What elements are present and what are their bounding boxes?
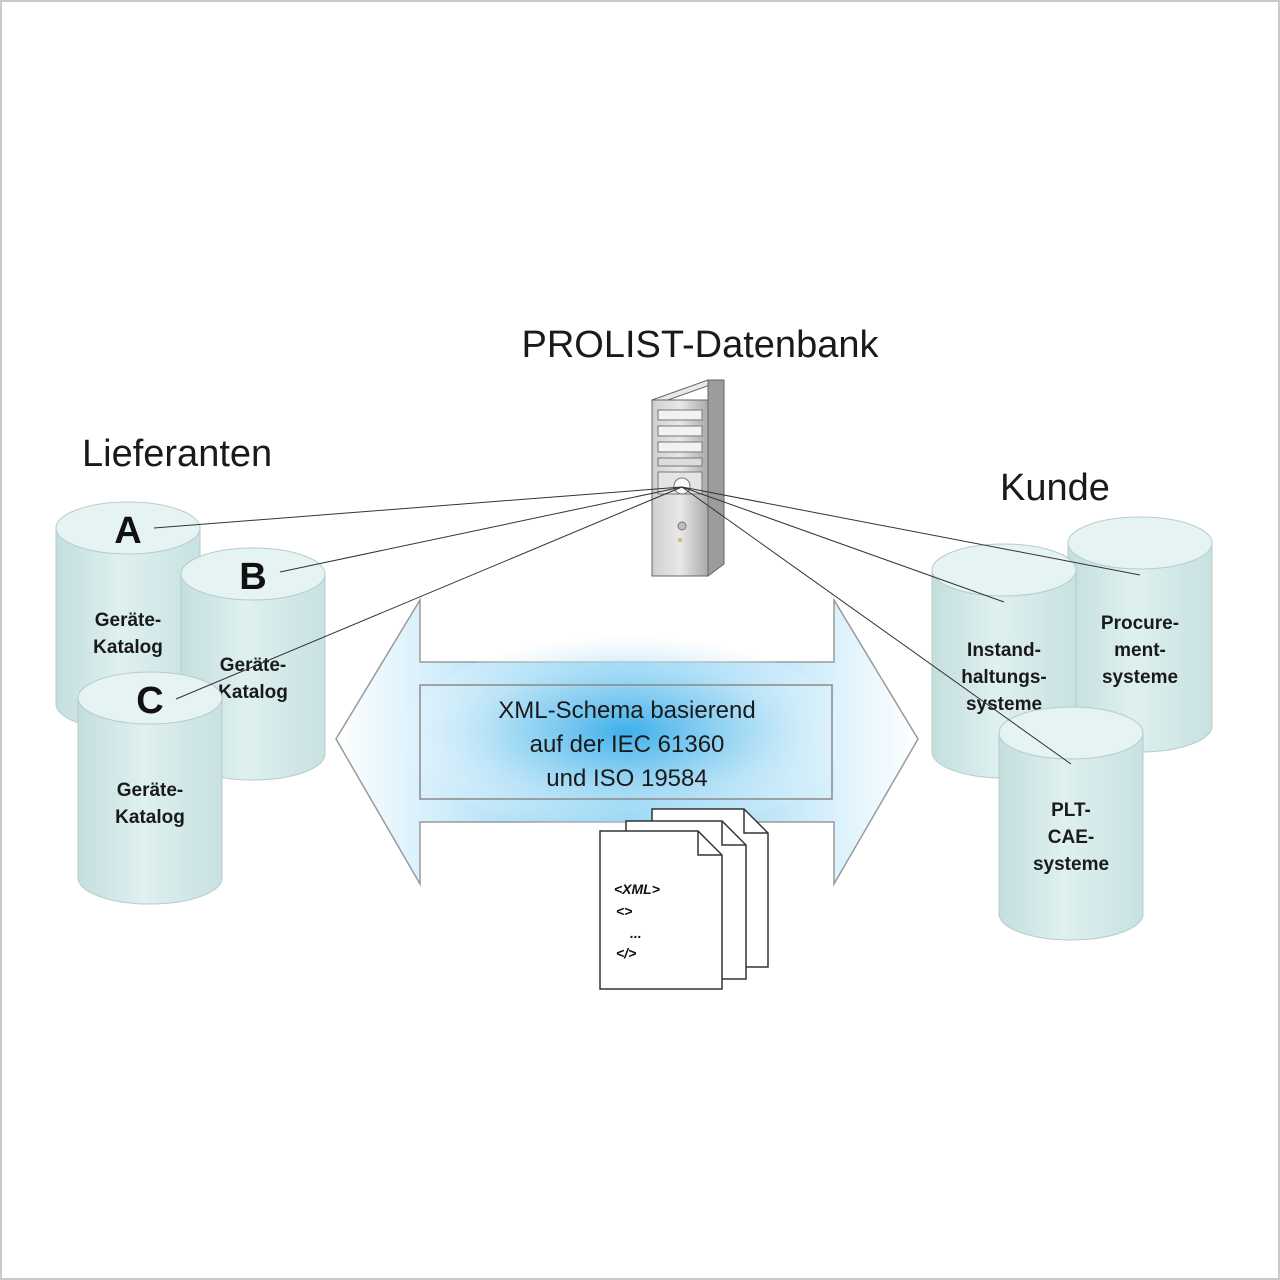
exchange-text-line-2: auf der IEC 61360 bbox=[530, 731, 725, 758]
database-title: PROLIST-Datenbank bbox=[522, 324, 880, 366]
xml-doc-line-2: <> bbox=[616, 903, 632, 919]
procurement-label-line-3: systeme bbox=[1102, 667, 1178, 688]
maintenance-label-line-2: haltungs- bbox=[961, 667, 1047, 688]
customer-cylinder-plt-cae: PLT- CAE- systeme bbox=[998, 706, 1144, 941]
supplier-c-label-line-1: Geräte- bbox=[117, 780, 184, 801]
connection-line-a bbox=[153, 486, 683, 529]
supplier-b-label-line-1: Geräte- bbox=[220, 655, 287, 676]
supplier-a-label-line-2: Katalog bbox=[93, 637, 163, 658]
server-tower-icon bbox=[651, 379, 725, 577]
supplier-letter-b: B bbox=[239, 556, 266, 598]
exchange-text-line-3: und ISO 19584 bbox=[546, 765, 707, 792]
connection-lines bbox=[153, 486, 1141, 765]
suppliers-heading: Lieferanten bbox=[82, 433, 272, 475]
xml-doc-line-4: </> bbox=[616, 945, 636, 961]
connection-line-c bbox=[175, 486, 683, 700]
connection-line-plt-cae bbox=[681, 486, 1072, 765]
customer-heading: Kunde bbox=[1000, 467, 1110, 509]
supplier-b-label-line-2: Katalog bbox=[218, 682, 288, 703]
procurement-label-line-1: Procure- bbox=[1101, 613, 1179, 634]
plt-cae-label-line-1: PLT- bbox=[1051, 800, 1091, 821]
supplier-letter-a: A bbox=[114, 510, 141, 552]
supplier-cylinder-c: C Geräte- Katalog bbox=[77, 671, 223, 905]
exchange-band bbox=[419, 684, 833, 800]
supplier-a-label-line-1: Geräte- bbox=[95, 610, 162, 631]
connection-line-procurement bbox=[681, 486, 1141, 576]
xml-doc-line-1: <XML> bbox=[614, 881, 660, 897]
supplier-letter-c: C bbox=[136, 680, 163, 722]
connection-line-maintenance bbox=[681, 486, 1005, 603]
exchange-arrow: XML-Schema basierend auf der IEC 61360 u… bbox=[335, 597, 919, 887]
maintenance-label-line-3: systeme bbox=[966, 694, 1042, 715]
maintenance-label-line-1: Instand- bbox=[967, 640, 1041, 661]
xml-doc-line-3: ... bbox=[630, 925, 642, 941]
xml-documents-icon: <XML> <> ... </> bbox=[599, 808, 769, 990]
supplier-c-label-line-2: Katalog bbox=[115, 807, 185, 828]
plt-cae-label-line-3: systeme bbox=[1033, 854, 1109, 875]
procurement-label-line-2: ment- bbox=[1114, 640, 1166, 661]
plt-cae-label-line-2: CAE- bbox=[1048, 827, 1094, 848]
exchange-text-line-1: XML-Schema basierend bbox=[498, 697, 755, 724]
connection-line-b bbox=[279, 486, 683, 573]
customer-cylinder-procurement: Procure- ment- systeme bbox=[1067, 516, 1213, 753]
supplier-cylinder-b: B Geräte- Katalog bbox=[180, 547, 326, 781]
